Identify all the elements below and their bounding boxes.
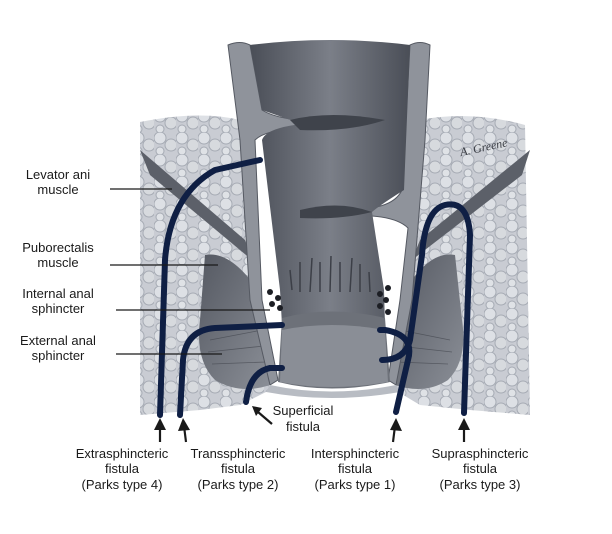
- svg-text:Levator ani: Levator ani: [26, 167, 90, 182]
- transsphincteric-tract: [177, 322, 285, 418]
- svg-text:(Parks type 3): (Parks type 3): [440, 477, 521, 492]
- svg-text:sphincter: sphincter: [32, 348, 85, 363]
- label-levator-ani: Levator ani muscle: [26, 167, 172, 197]
- svg-text:Intersphincteric: Intersphincteric: [311, 446, 400, 461]
- svg-text:fistula: fistula: [105, 461, 140, 476]
- svg-text:muscle: muscle: [37, 182, 78, 197]
- svg-text:Superficial: Superficial: [273, 403, 334, 418]
- svg-text:External anal: External anal: [20, 333, 96, 348]
- svg-text:muscle: muscle: [37, 255, 78, 270]
- label-external-sphincter: External anal sphincter: [20, 333, 222, 363]
- svg-text:(Parks type 4): (Parks type 4): [82, 477, 163, 492]
- fistula-label-extrasphincteric: Extrasphincteric fistula (Parks type 4): [76, 446, 169, 492]
- svg-text:Puborectalis: Puborectalis: [22, 240, 94, 255]
- suprasphincteric-tract: [379, 201, 473, 416]
- rectal-lumen: [250, 40, 410, 398]
- fistula-arrows: [154, 418, 470, 443]
- svg-text:sphincter: sphincter: [32, 301, 85, 316]
- svg-text:Extrasphincteric: Extrasphincteric: [76, 446, 169, 461]
- label-superficial-fistula: Superficial fistula: [252, 403, 333, 434]
- extrasphincteric-tract: [157, 157, 263, 418]
- label-puborectalis: Puborectalis muscle: [22, 240, 218, 270]
- fistula-tracts: [157, 157, 473, 418]
- svg-text:fistula: fistula: [338, 461, 373, 476]
- svg-text:fistula: fistula: [221, 461, 256, 476]
- label-internal-sphincter: Internal anal sphincter: [22, 286, 270, 316]
- fistula-label-suprasphincteric: Suprasphincteric fistula (Parks type 3): [432, 446, 529, 492]
- intersphincteric-tract: [377, 327, 413, 415]
- levator-ani-muscle: [140, 150, 530, 260]
- svg-text:fistula: fistula: [286, 419, 321, 434]
- svg-text:Internal anal: Internal anal: [22, 286, 94, 301]
- fistula-label-transsphincteric: Transsphincteric fistula (Parks type 2): [191, 446, 286, 492]
- fistula-label-intersphincteric: Intersphincteric fistula (Parks type 1): [311, 446, 400, 492]
- svg-text:(Parks type 1): (Parks type 1): [315, 477, 396, 492]
- svg-text:(Parks type 2): (Parks type 2): [198, 477, 279, 492]
- svg-text:Suprasphincteric: Suprasphincteric: [432, 446, 529, 461]
- svg-text:fistula: fistula: [463, 461, 498, 476]
- svg-text:Transsphincteric: Transsphincteric: [191, 446, 286, 461]
- anal-glands: [267, 285, 391, 315]
- superficial-tract: [243, 365, 285, 405]
